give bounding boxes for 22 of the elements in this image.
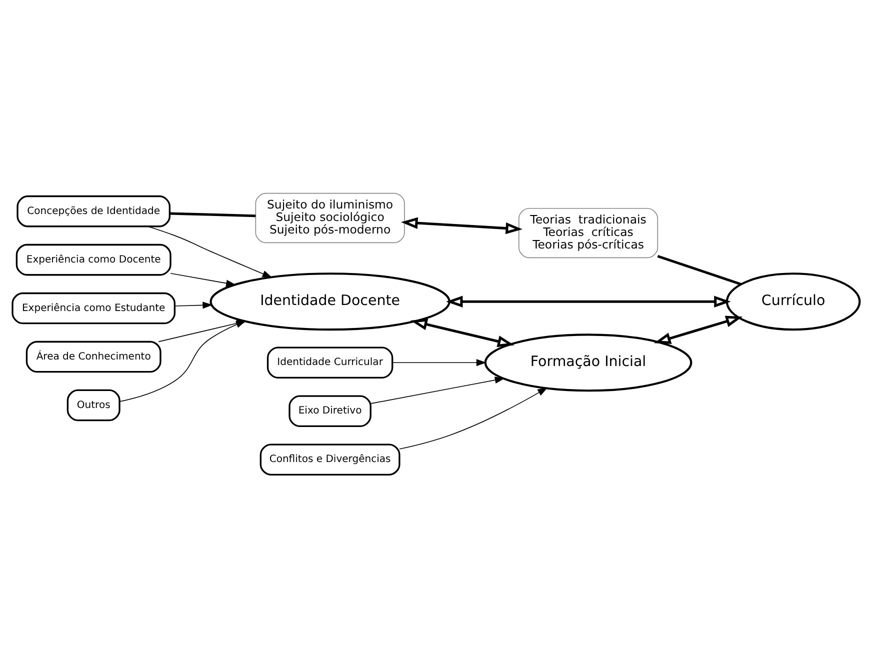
node-box: Teorias tradicionais Teorias críticas Teorias pós-críticas	[518, 208, 658, 258]
connector	[657, 254, 742, 286]
arrow	[654, 316, 743, 344]
node-box: Concepções de Identidade	[16, 195, 171, 228]
arrow	[399, 387, 548, 450]
arrow	[400, 217, 522, 234]
arrow	[170, 272, 236, 287]
node-box: Experiência como Estudante	[12, 292, 176, 324]
node-box: Identidade Curricular	[266, 346, 394, 379]
node-box: Outros	[66, 389, 120, 422]
arrow	[370, 376, 505, 404]
connector	[170, 212, 256, 218]
arrow	[410, 318, 514, 348]
arrow	[174, 302, 213, 309]
node-box: Experiência como Docente	[16, 244, 172, 276]
node-box: Sujeito do iluminismo Sujeito sociológico Sujeito pós-moderno	[255, 192, 405, 244]
node-box: Eixo Diretivo	[288, 395, 372, 427]
node-box: Conflitos e Divergências	[260, 444, 400, 476]
arrow	[147, 226, 272, 278]
arrow	[446, 296, 731, 308]
node-box: Área de Conhecimento	[26, 340, 162, 373]
arrow	[392, 359, 486, 366]
